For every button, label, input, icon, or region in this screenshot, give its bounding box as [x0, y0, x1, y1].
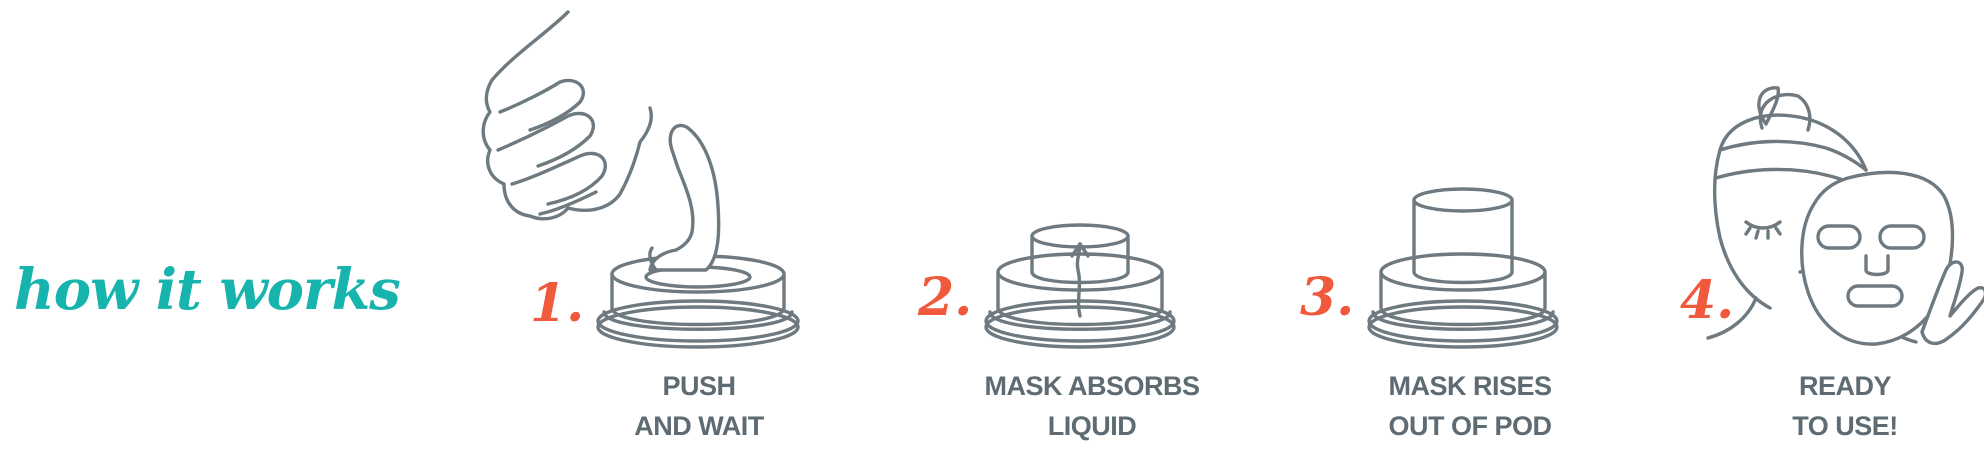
step-caption-line: READY	[1798, 371, 1892, 401]
step-caption-line: AND WAIT	[634, 411, 764, 441]
step-caption: READY TO USE!	[1685, 366, 1984, 446]
step-number: 3.	[1300, 267, 1355, 328]
step-number: 2.	[918, 267, 973, 328]
step-caption-line: TO USE!	[1792, 411, 1898, 441]
step-caption-line: MASK RISES	[1388, 371, 1552, 401]
step-caption: PUSH AND WAIT	[539, 366, 859, 446]
step-caption: MASK ABSORBS LIQUID	[932, 366, 1252, 446]
step-caption-line: OUT OF POD	[1388, 411, 1553, 441]
step-number: 4.	[1680, 270, 1735, 331]
step-caption-line: LIQUID	[1047, 411, 1137, 441]
step-caption: MASK RISES OUT OF POD	[1310, 366, 1630, 446]
step-number: 1.	[530, 273, 585, 334]
step-caption-line: PUSH	[662, 371, 736, 401]
page-title: how it works	[14, 257, 401, 323]
step-caption-line: MASK ABSORBS	[984, 371, 1200, 401]
